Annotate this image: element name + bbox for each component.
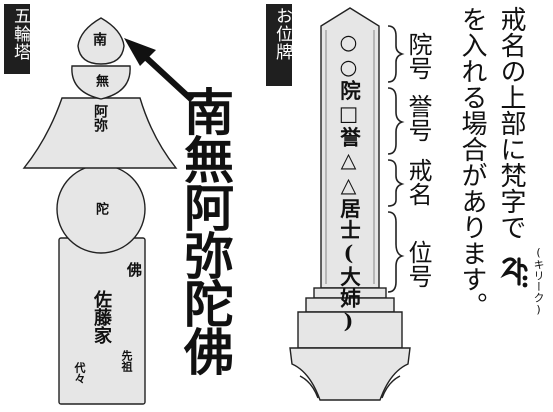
- gorinto-halfmoon: [71, 65, 131, 100]
- gorinto-char-sphere: 陀: [93, 202, 108, 215]
- bracket-ingo: [387, 25, 405, 83]
- gorinto-tag: 五輪塔: [4, 4, 30, 74]
- gorinto-char-roof: 阿弥: [92, 104, 108, 132]
- bracket-label-yogo: 誉号: [404, 94, 432, 142]
- bracket-label-ingo: 院号: [404, 32, 432, 80]
- gorinto-base-generations: 代々: [73, 362, 86, 384]
- gorinto-base-family: 佐藤家: [91, 290, 112, 344]
- ihai-board: [320, 7, 380, 289]
- callout-arrow: [124, 38, 195, 103]
- gorinto-base-right: 佛: [125, 262, 143, 277]
- gorinto-roof: [22, 97, 178, 169]
- note-line-2: を入れる場合があります。: [457, 6, 487, 318]
- gorinto-callout-text: 南無阿弥陀佛: [176, 86, 235, 374]
- gorinto-illustration: [22, 17, 178, 405]
- bracket-kaimyo: [387, 159, 405, 207]
- gorinto-char-halfmoon: 無: [93, 74, 108, 87]
- ihai-tag: お位牌: [266, 4, 292, 86]
- ihai-stand-base: [289, 347, 411, 401]
- bonji-reading: (キリーク): [532, 246, 545, 316]
- bracket-igo: [387, 211, 405, 293]
- bracket-label-igo: 位号: [404, 240, 432, 288]
- gorinto-base-ancestors: 先祖: [120, 350, 133, 372]
- gorinto-char-jewel: 南: [91, 32, 107, 46]
- ihai-brackets: [387, 25, 405, 293]
- ihai-tablet-text: ○○院□誉△△居士(大姉): [336, 30, 361, 334]
- bracket-yogo: [387, 87, 405, 155]
- ihai-illustration: [289, 7, 411, 401]
- kiriku-sanskrit-glyph-icon: [500, 257, 528, 288]
- bracket-label-kaimyo: 戒名: [404, 158, 432, 206]
- gorinto-jewel: [77, 17, 125, 65]
- note-line-1: 戒名の上部に梵字で: [496, 6, 526, 240]
